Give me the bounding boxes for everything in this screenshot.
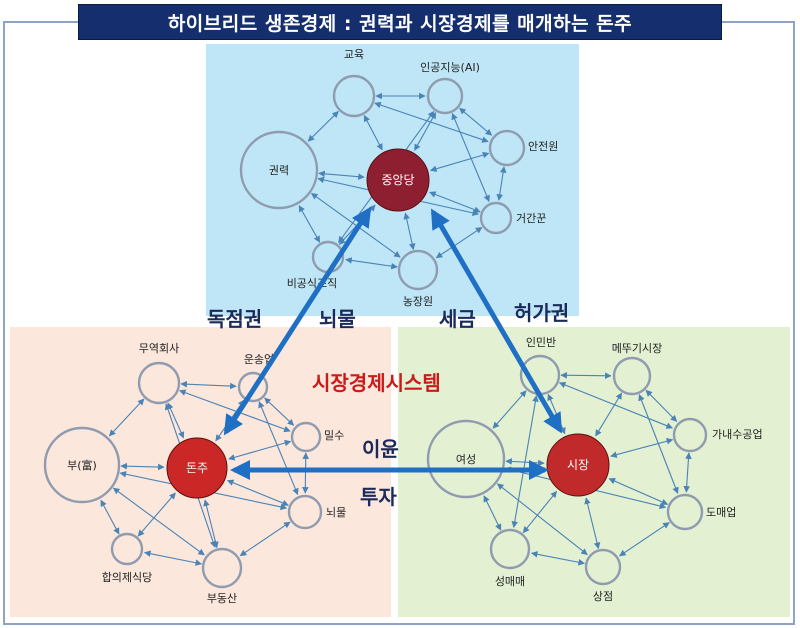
top-node-circle: [479, 201, 513, 235]
right-node-circle: [672, 417, 708, 453]
top-node-label: 교육: [344, 48, 364, 61]
top-hub-circle: [366, 148, 430, 212]
right-node-label: 가내수공업: [712, 428, 763, 441]
top-node-circle: [488, 129, 526, 167]
left-hub-label: 돈주: [186, 461, 208, 475]
right-node-label: 성매매: [495, 575, 525, 588]
top-node-label: 비공식조직: [287, 277, 338, 290]
top-node-circle: [426, 77, 464, 115]
left-hub-circle: [166, 437, 228, 499]
top-node-label: 농장원: [403, 295, 433, 308]
flow-label-bribe-top: 뇌물: [319, 307, 356, 331]
right-edge: [619, 522, 670, 557]
flow-label-investment: 투자: [360, 485, 397, 509]
top-node-label: 거간꾼: [516, 212, 546, 225]
flow-arrow-party-market: [430, 208, 563, 434]
diagram-title: 하이브리드 생존경제 : 권력과 시장경제를 매개하는 돈주: [167, 12, 633, 35]
flow-label-profit: 이윤: [362, 437, 399, 461]
title-bar: 하이브리드 생존경제 : 권력과 시장경제를 매개하는 돈주: [78, 4, 722, 40]
left-edge: [239, 521, 291, 557]
top-node-circle: [397, 249, 439, 291]
right-edge: [683, 452, 692, 493]
right-node-label: 인민반: [526, 336, 556, 349]
right-node-label: 메뚜기시장: [612, 342, 663, 355]
flow-label-permit: 허가권: [514, 301, 569, 325]
left-node-label: 부동산: [207, 592, 237, 605]
left-node-circle: [287, 494, 323, 530]
top-hub-label: 중앙당: [381, 173, 414, 187]
left-edge: [302, 452, 310, 494]
right-node-label: 상점: [593, 590, 613, 603]
left-node-label: 뇌물: [326, 506, 346, 519]
top-edge: [496, 166, 507, 201]
left-node-circle: [201, 547, 243, 589]
right-node-circle: [612, 356, 652, 396]
flow-arrows: [223, 206, 563, 480]
right-node-label: 여성: [456, 453, 476, 466]
left-node-circle: [290, 421, 322, 453]
left-node-circle: [43, 426, 121, 504]
left-node-label: 부(富): [67, 458, 97, 472]
top-node-label: 권력: [269, 164, 289, 177]
top-edge: [307, 110, 339, 142]
right-node-label: 도매업: [706, 506, 736, 519]
left-node-label: 합의제식당: [102, 571, 153, 584]
right-edge: [560, 371, 612, 380]
left-node-label: 무역회사: [139, 342, 179, 355]
left-node-circle: [137, 361, 181, 405]
top-node-label: 안전원: [528, 140, 558, 153]
right-hub-label: 시장: [567, 458, 589, 472]
left-node-circle: [110, 532, 144, 566]
right-node-circle: [584, 548, 622, 586]
left-edge: [108, 398, 145, 437]
right-edge: [558, 381, 673, 429]
right-node-circle: [489, 528, 531, 570]
market-system-label: 시장경제시스템: [312, 371, 441, 395]
top-node-circle: [332, 74, 376, 118]
top-node-label: 인공지능(AI): [420, 61, 480, 74]
left-node-label: 밀수: [324, 429, 344, 442]
flow-label-tax: 세금: [439, 307, 476, 331]
left-edge: [120, 462, 165, 471]
flow-arrow-party-donju: [223, 206, 372, 436]
right-node-circle: [666, 493, 704, 531]
flow-label-monopoly: 독점권: [207, 307, 262, 331]
